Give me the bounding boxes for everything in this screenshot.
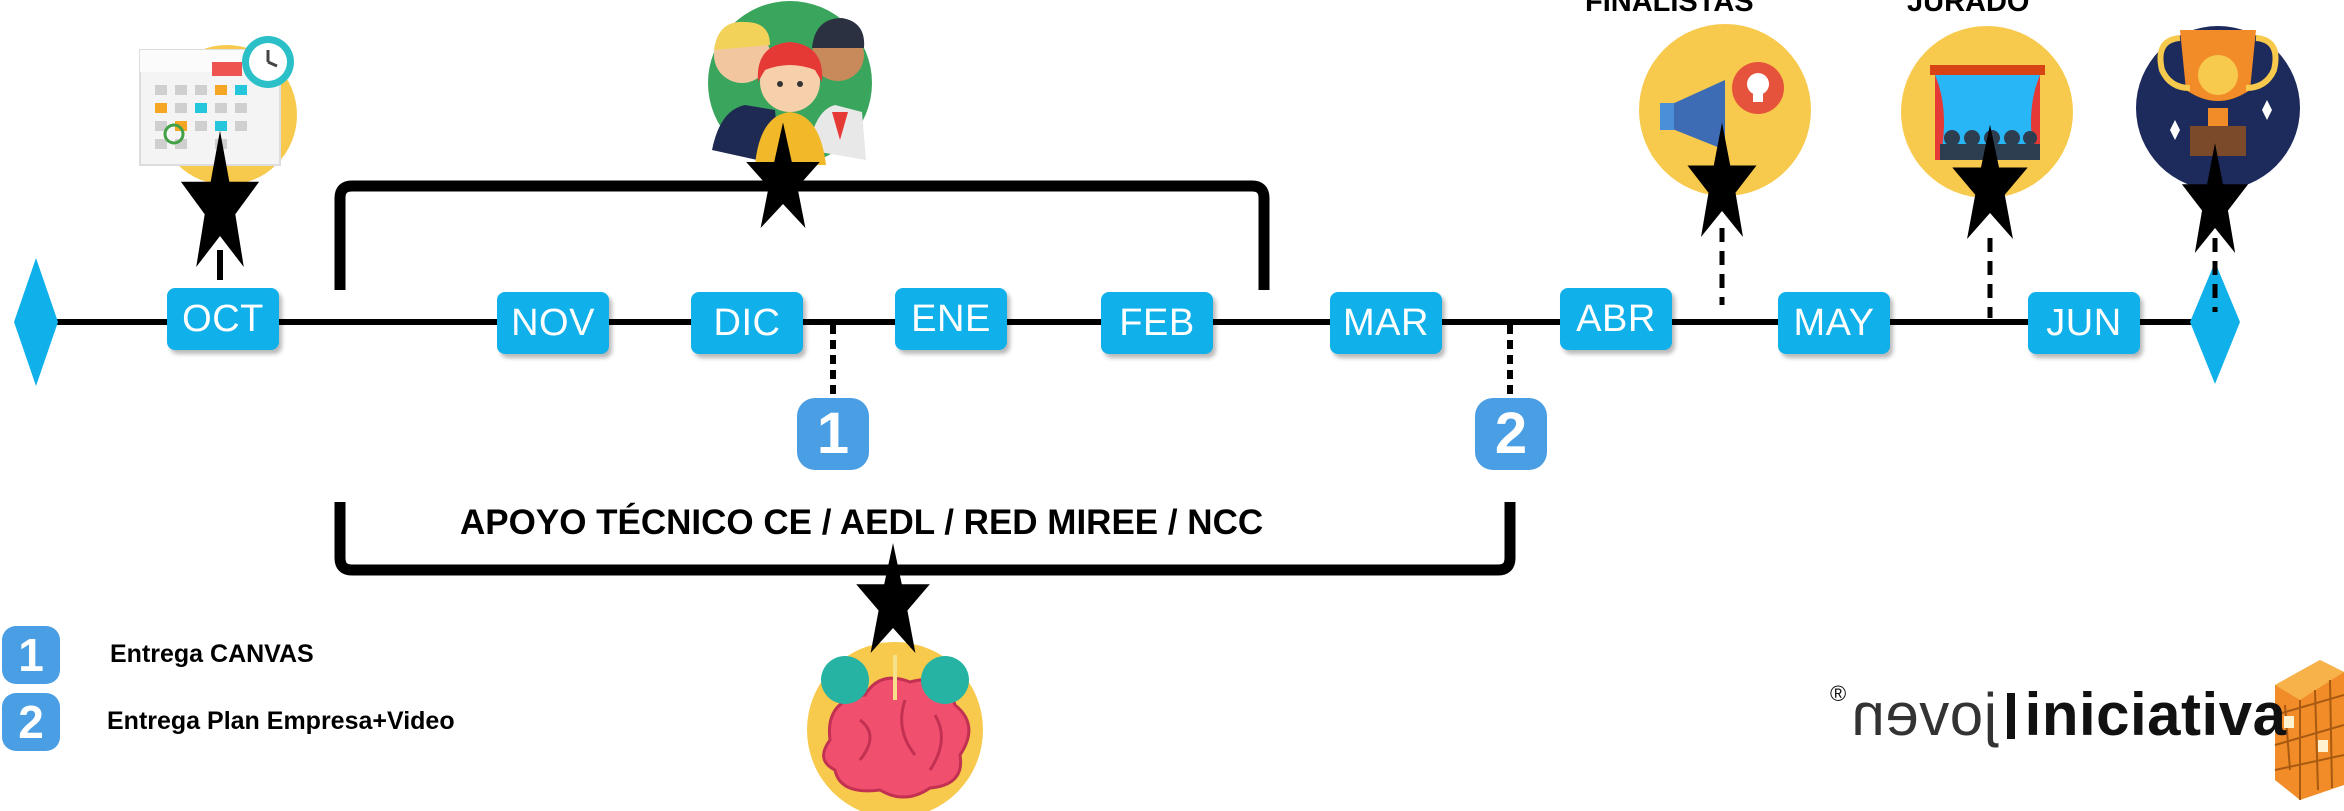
delivery-2-badge: 2 <box>1475 398 1547 470</box>
axis-start-diamond <box>14 258 58 386</box>
legend-2-label: Entrega Plan Empresa+Video <box>107 707 455 735</box>
team-icon <box>708 1 872 165</box>
megaphone-icon <box>1639 24 1811 196</box>
month-dic: DIC <box>691 292 803 354</box>
brand-registered: ® <box>1830 681 1847 706</box>
theater-icon <box>1901 26 2073 198</box>
bottom-bracket <box>334 502 1516 576</box>
month-may: MAY <box>1778 292 1890 354</box>
support-star-marker <box>856 543 930 653</box>
month-nov: NOV <box>497 292 609 354</box>
top-bracket <box>334 180 1270 290</box>
month-oct: OCT <box>167 288 279 350</box>
trophy-icon <box>2136 26 2300 190</box>
brand-logo: ®joven iniciativa <box>1830 680 2286 749</box>
brain-idea-icon <box>807 642 983 811</box>
legend-1-label: Entrega CANVAS <box>110 640 314 668</box>
month-jun: JUN <box>2028 292 2140 354</box>
brand-separator <box>2006 693 2015 739</box>
support-label: APOYO TÉCNICO CE / AEDL / RED MIREE / NC… <box>460 503 1264 542</box>
legend-1-badge: 1 <box>2 626 60 684</box>
axis-end-diamond <box>2190 262 2240 384</box>
month-abr: ABR <box>1560 288 1672 350</box>
jurado-label: JURADO <box>1907 0 2030 18</box>
month-mar: MAR <box>1330 292 1442 354</box>
brand-joven: joven <box>1850 681 1997 748</box>
month-ene: ENE <box>895 288 1007 350</box>
brand-iniciativa: iniciativa <box>2024 681 2287 748</box>
delivery-1-badge: 1 <box>797 398 869 470</box>
rubik-cube-logo-icon <box>2274 660 2344 800</box>
month-feb: FEB <box>1101 292 1213 354</box>
calendar-clock-icon <box>139 36 297 185</box>
finalistas-label: FINALISTAS <box>1585 0 1754 18</box>
legend-2-badge: 2 <box>2 693 60 751</box>
